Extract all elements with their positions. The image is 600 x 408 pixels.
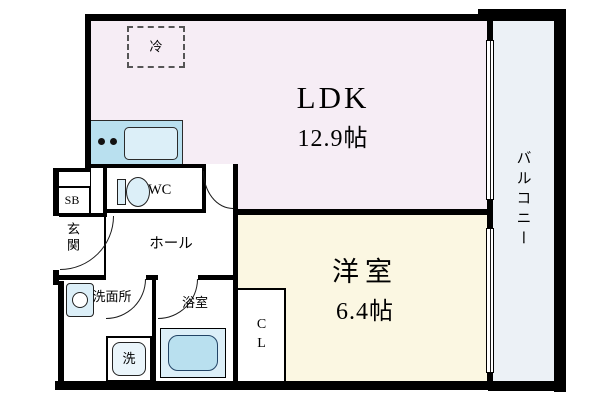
wall-wc-right [202,164,206,213]
washroom-label: 洗面所 [92,289,132,304]
hall-label: ホール [149,236,193,252]
refrigerator-label: 冷 [149,38,163,54]
kitchen-sink-icon [124,127,178,160]
bedroom-window [486,228,494,373]
wall-shoebox-bottom [53,213,107,217]
shoebox-label: SB [64,192,80,207]
washbasin-icon [66,283,94,317]
bathroom-door-opening [158,275,198,280]
ldk-label: LDK [296,80,370,115]
washing-machine-icon: 洗 [112,342,146,376]
toilet-icon [126,177,150,207]
wall-kitchen-bottom [85,164,206,168]
entrance-label: 玄関 [65,222,80,254]
wall-left-jog-top [53,168,91,172]
wall-left-lower [58,281,64,387]
wall-balcony-top [478,9,566,21]
room-ldk-lower [236,164,488,211]
bedroom-label-block: 洋室 6.4帖 [300,250,430,326]
washroom-door-opening [106,275,146,280]
bedroom-size: 6.4帖 [336,299,394,325]
entrance-door-opening [53,216,59,270]
wall-wc-bottom [103,209,206,213]
wall-balcony-bottom [488,381,566,391]
bathroom-label: 浴室 [181,295,208,310]
washbasin-bowl-icon [72,292,88,308]
washing-machine-box: 洗 [106,336,152,382]
wall-entrance-hall [104,215,106,277]
wall-wc-left [103,164,107,213]
ldk-label-block: LDK 12.9帖 [258,80,408,153]
bathtub-icon [160,328,226,378]
bedroom-label: 洋室 [332,257,398,287]
kitchen-counter [89,120,183,166]
closet-label: CL [254,316,269,355]
wall-ldk-bedroom [233,209,490,215]
wc-label: WC [148,182,172,198]
wall-doorbay-right [233,164,238,213]
room-balcony: バルコニー [490,16,556,384]
wall-bottom [55,381,495,390]
wall-right [554,9,566,392]
ldk-size: 12.9帖 [297,126,369,152]
bathtub-inner [168,335,218,371]
ldk-window [486,40,494,200]
ldk-door-arc [203,171,233,209]
closet-box: CL [236,288,286,383]
laundry-label: 洗 [122,350,136,366]
burner-icon [110,138,117,145]
toilet-tank-icon [117,179,126,205]
balcony-label: バルコニー [514,150,531,250]
wall-hall-bottom [58,275,236,280]
burner-icon [98,138,105,145]
wall-washroom-bathroom [152,278,156,387]
wall-top [85,14,490,21]
wall-balcony-side [487,21,493,381]
refrigerator-box: 冷 [127,26,185,68]
wall-hall-bedroom [233,209,238,387]
wall-left-upper [85,14,91,172]
